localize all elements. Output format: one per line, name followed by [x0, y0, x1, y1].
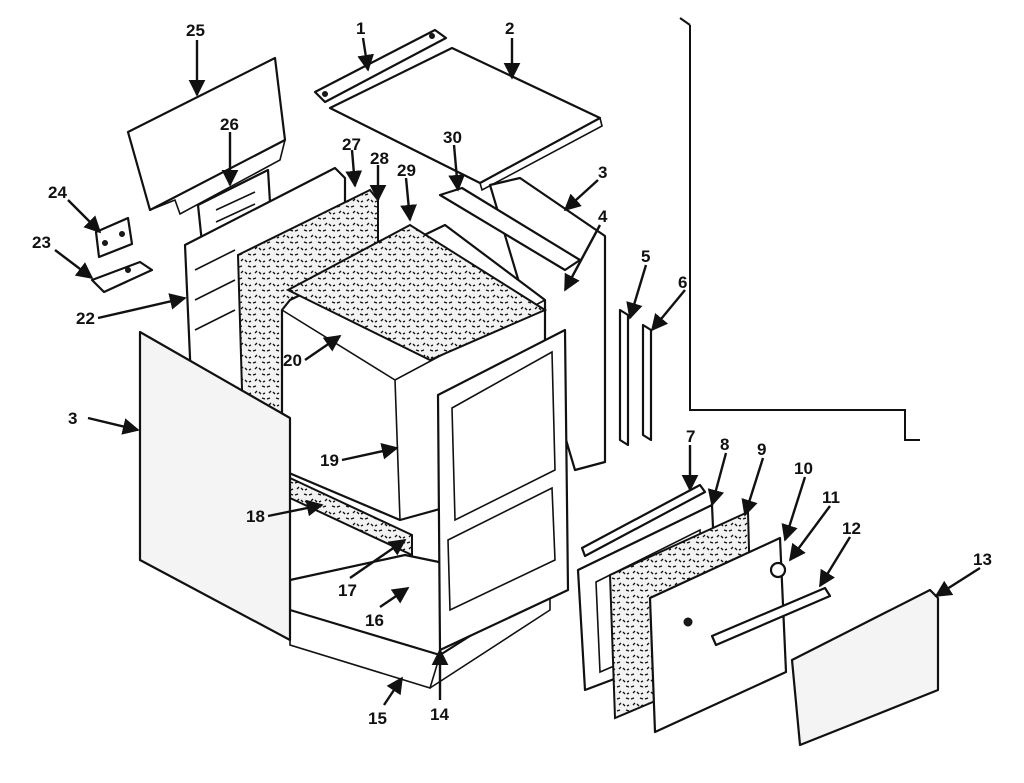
callout-15: 15: [368, 709, 387, 728]
callout-2: 2: [505, 19, 514, 38]
callout-20: 20: [283, 351, 302, 370]
callout-8: 8: [720, 435, 729, 454]
callout-22: 22: [76, 309, 95, 328]
part-door-strip: [580, 483, 707, 558]
callout-14: 14: [430, 705, 449, 724]
callout-29: 29: [397, 161, 416, 180]
callout-25: 25: [186, 21, 205, 40]
callout-7: 7: [686, 427, 695, 446]
callout-10: 10: [794, 459, 813, 478]
part-trim-5: [618, 308, 630, 447]
callout-3-left: 3: [68, 409, 77, 428]
callout-18: 18: [246, 507, 265, 526]
part-top-panel: [328, 46, 603, 192]
part-left-side-panel: [138, 330, 292, 642]
callout-28: 28: [370, 149, 389, 168]
callout-1: 1: [356, 19, 365, 38]
part-trim-strip: [313, 28, 448, 104]
part-trim-6: [641, 323, 653, 442]
room-outline: [679, 17, 920, 441]
callout-16: 16: [365, 611, 384, 630]
callout-3-right: 3: [598, 163, 607, 182]
part-knob: [769, 561, 787, 579]
callout-30: 30: [443, 128, 462, 147]
part-front-frame: [436, 328, 570, 652]
part-top-insulation: [285, 223, 548, 362]
part-door-front: [790, 588, 940, 747]
callout-11: 11: [822, 488, 840, 507]
part-bracket: [94, 216, 134, 259]
callout-13: 13: [973, 550, 992, 569]
callout-19: 19: [320, 451, 339, 470]
callout-24: 24: [48, 183, 67, 202]
callout-23: 23: [32, 233, 51, 252]
callout-17: 17: [338, 581, 357, 600]
callout-5: 5: [641, 247, 650, 266]
part-handle: [710, 586, 832, 647]
part-clip: [90, 260, 154, 294]
callout-26: 26: [220, 115, 239, 134]
callout-12: 12: [842, 519, 861, 538]
callout-6: 6: [678, 273, 687, 292]
callout-27: 27: [342, 135, 361, 154]
callout-4: 4: [598, 207, 608, 226]
callout-labels: 1 2 3 3 4 5 6 7 8 9 10 11 12 13 14 15 16…: [32, 19, 992, 728]
part-back-panel: [126, 56, 287, 216]
leader-lines: [54, 37, 981, 706]
callout-9: 9: [757, 440, 766, 459]
